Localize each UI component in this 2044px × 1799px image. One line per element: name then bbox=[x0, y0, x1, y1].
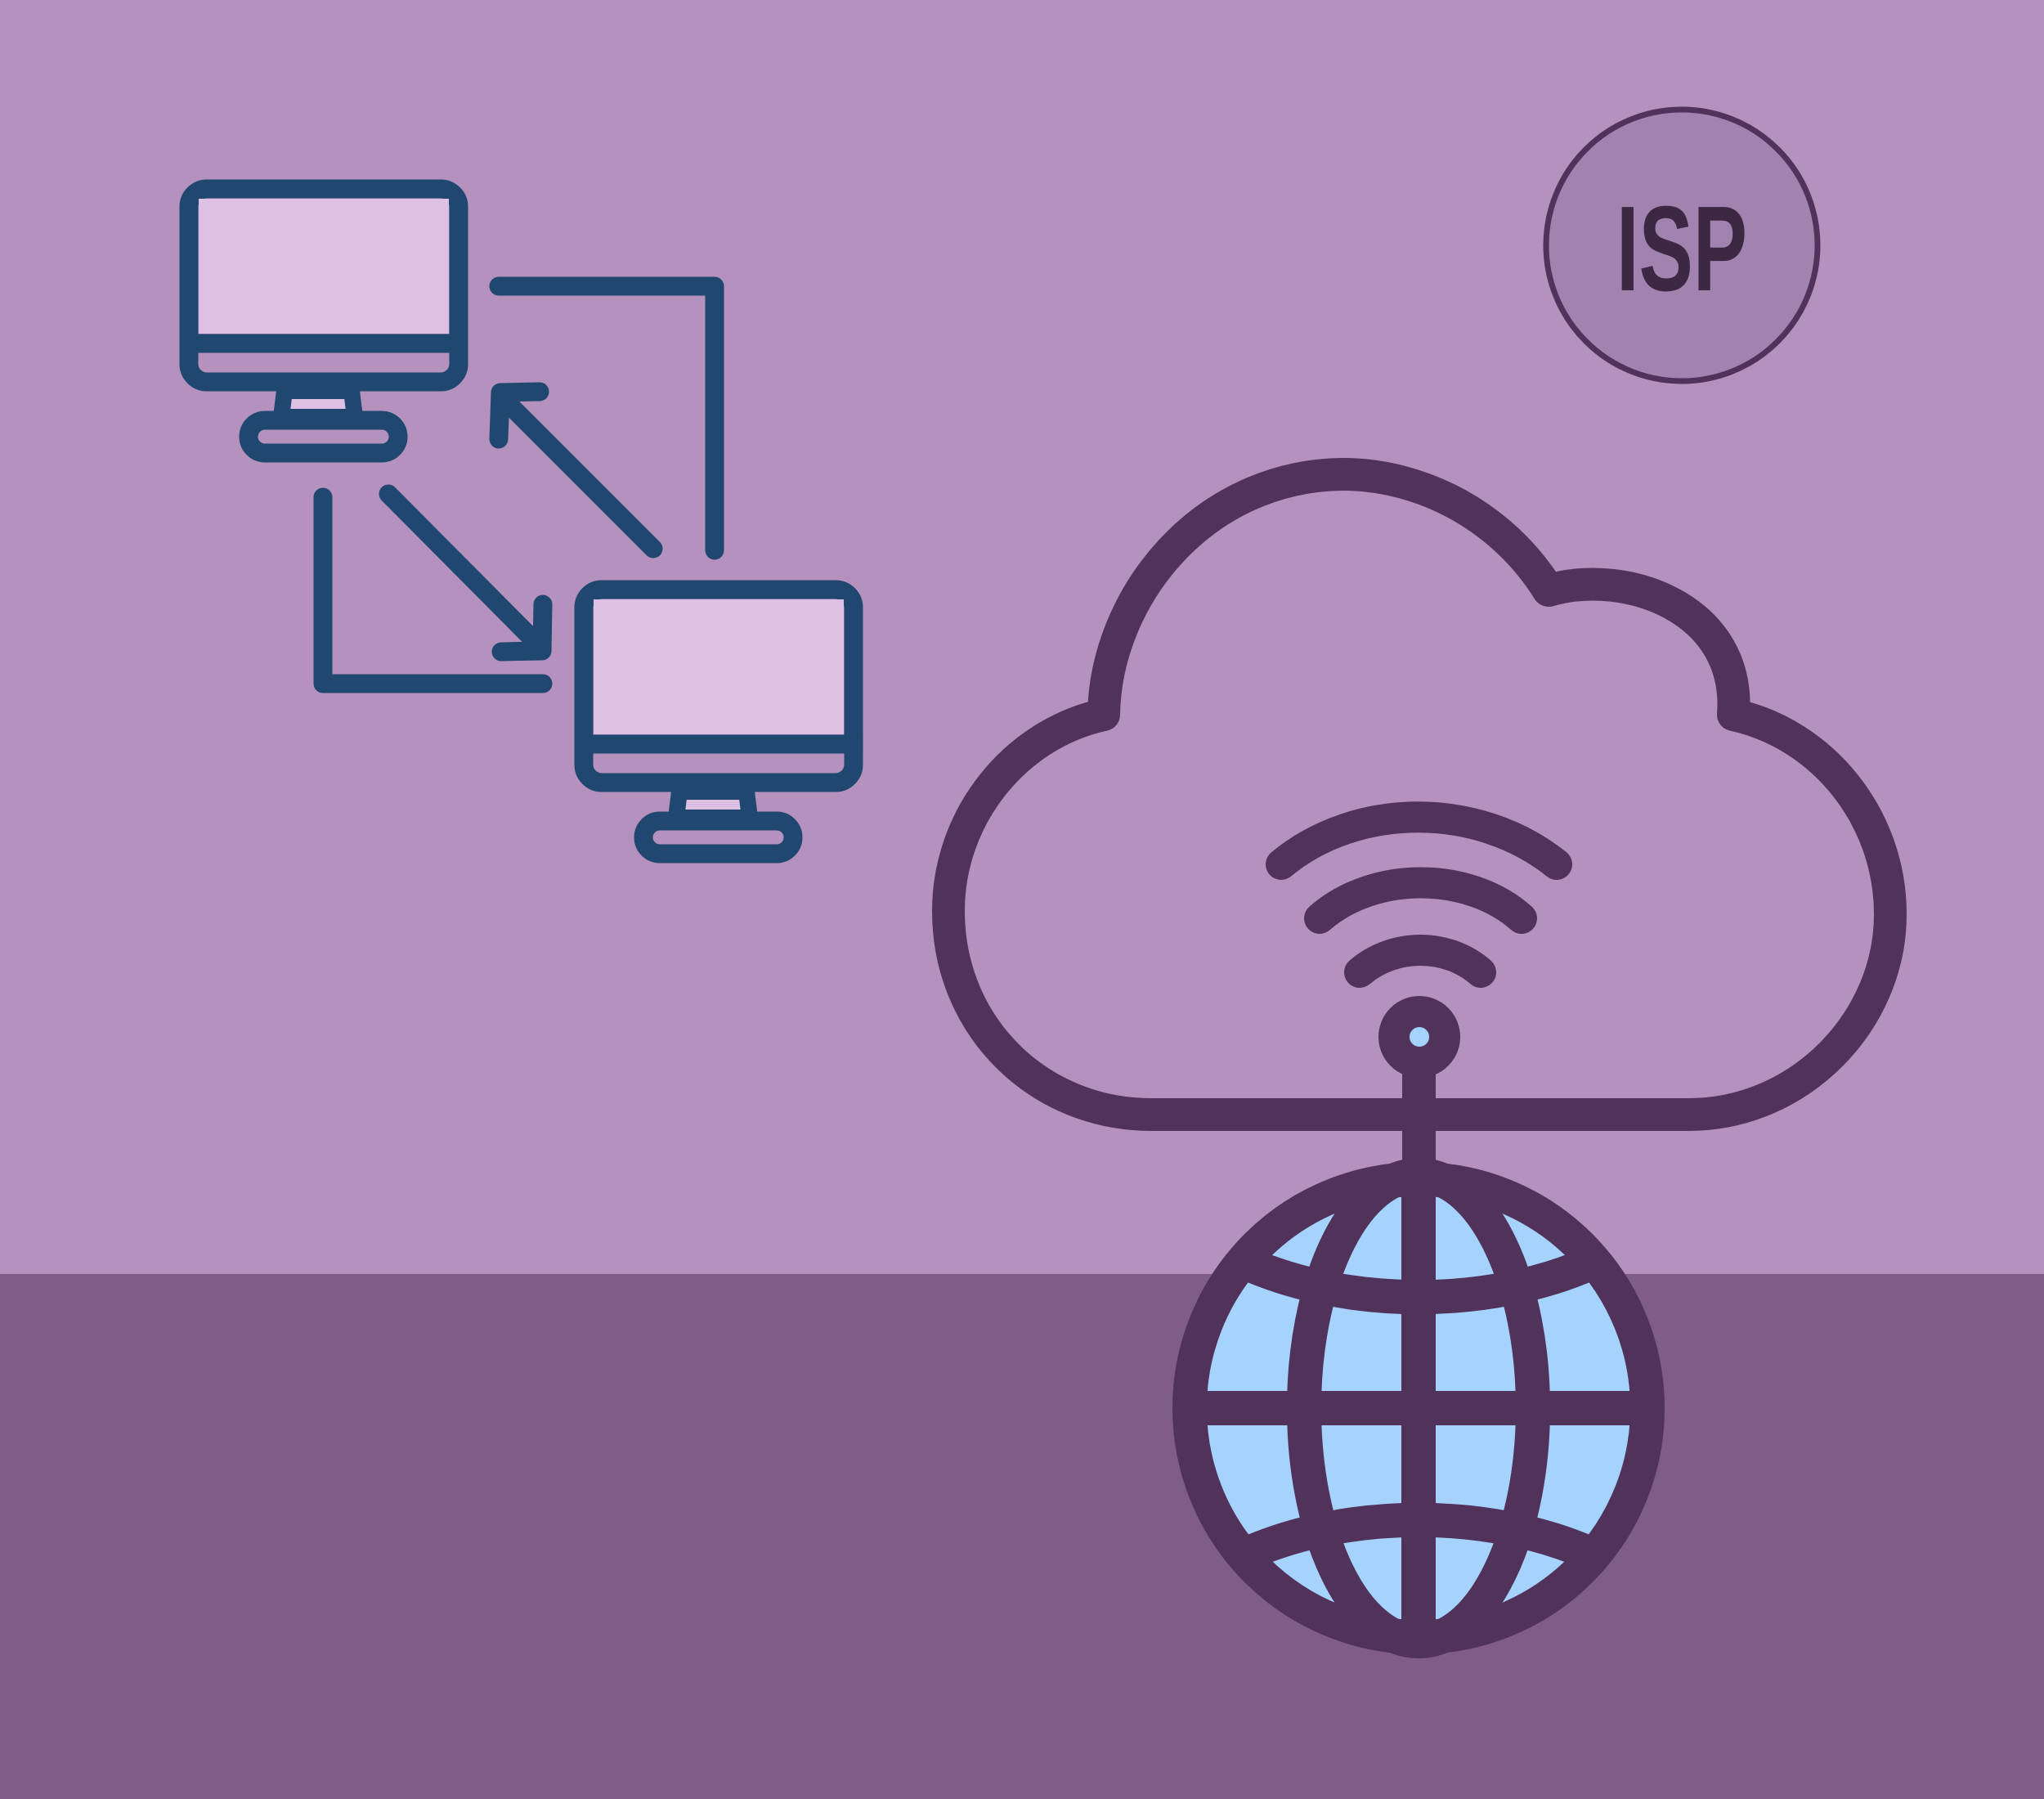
background-floor bbox=[0, 1274, 2044, 1799]
arrow-up-left bbox=[495, 390, 663, 559]
isp-badge-icon: ISP bbox=[1543, 106, 1821, 384]
arrowhead-down-right bbox=[491, 594, 553, 662]
globe-icon bbox=[1172, 1158, 1665, 1658]
monitor-icon bbox=[179, 179, 468, 463]
network-stem bbox=[1402, 1063, 1436, 1169]
isp-badge-label: ISP bbox=[1616, 182, 1747, 316]
monitor-icon bbox=[574, 580, 863, 864]
arrowhead-up-left bbox=[489, 382, 549, 449]
wifi-signal-icon bbox=[1266, 801, 1572, 1078]
arrow-down-right bbox=[379, 484, 545, 652]
connection-line-top bbox=[489, 276, 724, 560]
cloud-icon bbox=[932, 458, 1907, 1131]
bidirectional-transfer-arrows-icon bbox=[313, 276, 724, 693]
connection-line-bottom bbox=[313, 487, 553, 693]
